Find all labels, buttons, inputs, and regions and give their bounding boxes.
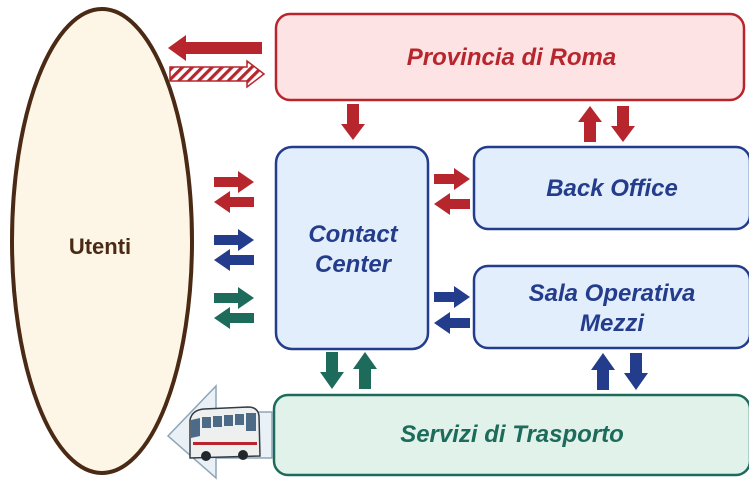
provincia-label: Provincia di Roma [406,44,617,71]
back-office-label: Back Office [546,175,678,202]
arrow-sala-to-servizi [624,353,648,390]
arrow-utenti-to-contact-teal [214,287,254,309]
arrow-utenti-to-contact-blue [214,229,254,251]
utenti-label: Utenti [68,234,132,259]
sala-operativa-label: Sala Operativa Mezzi [476,270,748,348]
servizi-label: Servizi di Trasporto [400,421,624,448]
servizi-box [272,393,749,477]
contact-center-box [274,145,430,351]
arrow-contact-to-utenti-teal [214,307,254,329]
contact-center-label: Contact Center [278,208,428,292]
arrow-contact-to-servizi [320,352,344,389]
arrow-contact-to-utenti-blue [214,249,254,271]
arrow-provincia-to-contact [341,104,365,140]
arrow-provincia-to-utenti [168,35,262,61]
provincia-box [274,12,746,102]
arrow-provincia-to-backoffice [611,106,635,142]
contact-center-label-line2: Center [314,251,392,278]
contact-center-label-line1: Contact [308,221,398,248]
back-office-box [472,145,749,231]
sala-operativa-label-line2: Mezzi [579,310,644,337]
arrow-servizi-to-contact [353,352,377,389]
arrow-utenti-to-provincia-hatched [169,59,266,89]
arrow-contact-to-backoffice [434,168,470,190]
bus-icon [189,406,261,461]
arrow-contact-to-sala [434,286,470,308]
sala-operativa-label-line1: Sala Operativa [528,280,696,307]
arrow-backoffice-to-provincia [578,106,602,142]
arrow-contact-to-utenti-red [214,191,254,213]
utenti-ellipse [10,7,194,475]
sala-operativa-box [472,264,749,350]
arrow-sala-to-contact [434,312,470,334]
arrow-servizi-to-sala [591,353,615,390]
arrow-backoffice-to-contact [434,193,470,215]
arrow-utenti-to-contact-red [214,171,254,193]
